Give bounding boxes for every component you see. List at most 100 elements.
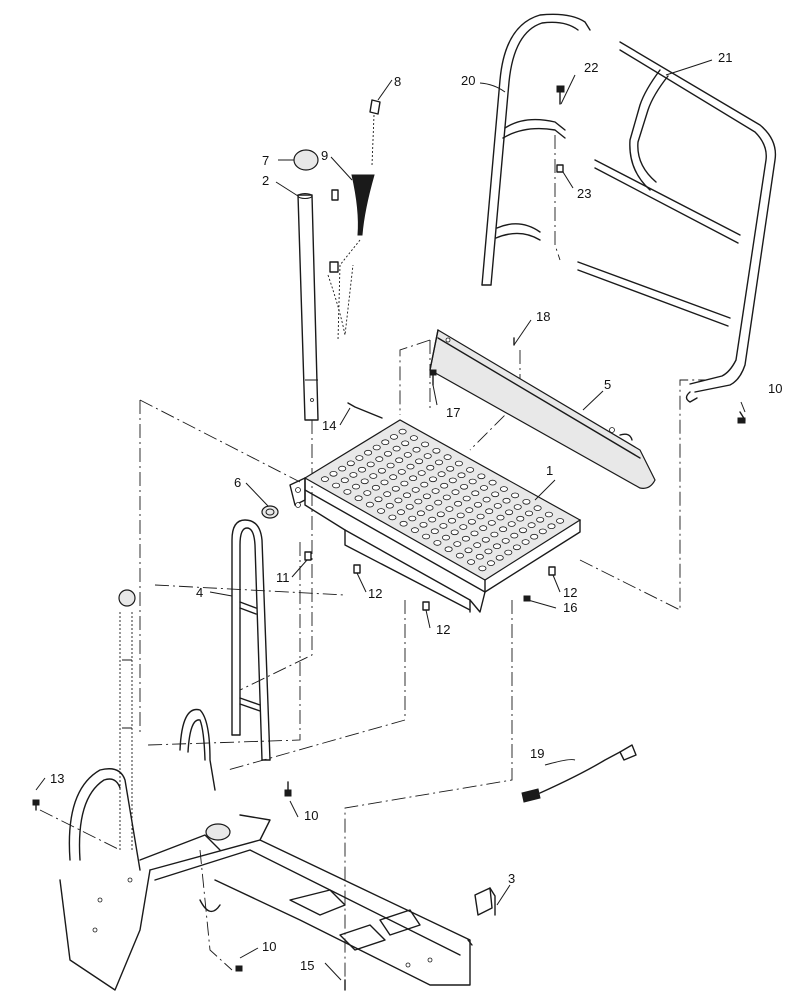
grating-hole [412,446,421,453]
grating-hole [455,552,464,559]
grating-hole [485,508,494,515]
callout-12-b: 12 [436,622,450,637]
grating-hole [411,487,420,493]
grating-hole [432,447,441,454]
grating-hole [403,452,412,458]
callout-14: 14 [322,418,336,433]
callout-10-bottom: 10 [262,939,276,954]
grating-hole [355,455,364,461]
grating-hole [388,514,397,521]
grating-hole [473,542,482,548]
bolt-17 [429,369,437,386]
grating-hole [338,465,347,472]
nut-23 [556,164,564,173]
grating-hole [401,440,410,447]
callout-12-a: 12 [368,586,382,601]
callout-labels: 1 2 3 4 5 6 7 8 9 10 10 10 11 12 12 12 1… [50,50,782,973]
grating-holes [320,428,565,572]
grating-hole [491,491,500,498]
grating-hole [512,544,521,551]
grating-hole [417,470,426,476]
platform-grating [289,419,582,613]
callout-8: 8 [394,74,401,89]
callout-10-mid: 10 [304,808,318,823]
grating-hole [422,533,431,540]
grating-hole [459,524,468,530]
grating-hole [461,535,470,542]
grating-hole [391,485,400,492]
grating-hole [544,511,553,518]
grating-hole [400,480,409,487]
grating-hole [343,489,352,495]
grating-hole [433,540,442,546]
grating-hole [415,458,424,465]
grating-hole [375,456,384,462]
grating-hole [454,460,463,467]
grating-hole [533,505,542,511]
callout-20: 20 [461,73,475,88]
callout-11: 11 [276,570,290,585]
grating-hole [426,464,435,471]
callout-18: 18 [536,309,550,324]
grating-hole [446,465,455,472]
grating-hole [409,435,418,441]
grating-hole [475,553,484,560]
grating-hole [504,549,513,556]
grating-hole [460,483,469,490]
grating-hole [408,515,417,522]
grating-hole [394,497,403,504]
grating-hole [493,503,502,509]
grating-hole [398,428,407,435]
callout-17: 17 [446,405,460,420]
assembly-centerlines [39,135,705,980]
grating-hole [381,439,390,446]
grating-hole [538,528,547,535]
callout-19: 19 [530,746,544,761]
grating-hole [402,492,411,499]
grating-hole [445,506,454,512]
grating-hole [332,482,341,489]
grating-hole [366,461,375,468]
grating-hole [501,538,510,544]
grating-hole [481,536,490,543]
grating-hole [377,467,386,474]
callout-13: 13 [50,771,64,786]
leader-lines [35,59,746,981]
grating-hole [450,529,459,536]
fastener-12-a [353,564,361,574]
grating-hole [395,457,404,464]
callout-3: 3 [508,871,515,886]
callout-1: 1 [546,463,553,478]
grating-hole [477,473,486,480]
grating-hole [464,547,473,554]
grating-hole [467,559,476,565]
grating-hole [466,467,475,473]
grating-hole [454,500,463,507]
grating-hole [470,530,479,537]
grating-hole [397,469,406,475]
grating-hole [423,453,432,459]
grating-hole [428,516,437,523]
handrail-left-frame [481,13,591,286]
flag-pole [297,193,319,421]
fastener-12-c [548,566,556,576]
grating-hole [420,481,429,488]
chain-links [327,99,381,341]
grating-hole [351,483,360,490]
grating-hole [536,516,545,523]
grating-hole [451,489,460,495]
grating-hole [478,565,487,572]
grating-hole [525,510,534,517]
grating-hole [357,466,366,473]
shield-panel [429,329,656,489]
grating-hole [422,493,431,500]
trailer-frame [59,708,471,991]
grating-hole [499,526,508,532]
grating-hole [409,475,418,482]
grating-hole [496,514,505,521]
grating-hole [410,527,419,533]
grating-hole [421,441,430,448]
grating-hole [363,490,372,496]
grating-hole [502,497,511,504]
grating-hole [495,554,504,561]
